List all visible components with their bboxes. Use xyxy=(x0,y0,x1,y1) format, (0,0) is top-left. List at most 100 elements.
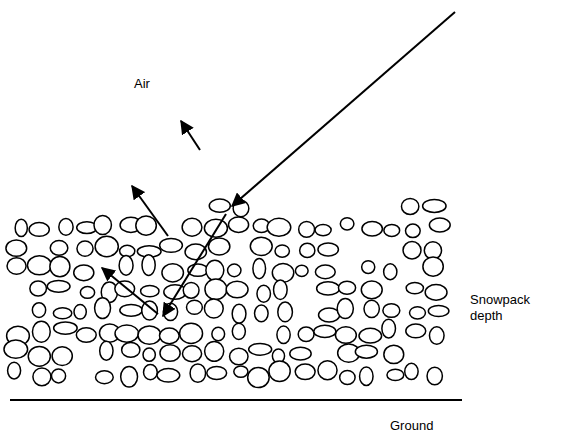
snow-grain xyxy=(204,299,223,318)
snow-grain xyxy=(318,243,338,256)
snow-grain xyxy=(278,302,293,322)
snow-grain xyxy=(295,265,308,276)
snow-grain xyxy=(228,264,241,277)
incoming-ray xyxy=(232,12,455,206)
snow-grain xyxy=(405,224,420,237)
snow-grain xyxy=(274,280,288,299)
snow-grain xyxy=(96,371,114,384)
snow-grain xyxy=(318,361,337,380)
snow-grain xyxy=(300,243,315,257)
snow-grain xyxy=(355,345,377,358)
snow-grain xyxy=(427,367,442,385)
snow-grain xyxy=(384,224,400,236)
snow-grain xyxy=(28,346,50,366)
snow-grain xyxy=(115,325,138,342)
snow-grain xyxy=(340,218,354,230)
snow-grain xyxy=(362,221,382,236)
snow-grain xyxy=(387,369,404,380)
scattered-ray xyxy=(163,214,226,316)
light-rays xyxy=(102,12,455,316)
snow-grain xyxy=(77,241,93,256)
snow-grain xyxy=(359,328,382,343)
snow-grains xyxy=(4,198,450,387)
snow-grain xyxy=(360,367,373,386)
snow-grain xyxy=(30,281,47,296)
snow-grain xyxy=(15,219,27,236)
snow-grain xyxy=(298,327,314,341)
snow-grain xyxy=(362,261,375,274)
snow-grain xyxy=(226,281,248,298)
snow-grain xyxy=(205,341,224,361)
snow-grain xyxy=(182,346,201,362)
snow-grain xyxy=(269,361,290,382)
snow-grain xyxy=(115,281,135,297)
snow-grain xyxy=(299,222,315,238)
snow-grain xyxy=(423,257,443,276)
snow-grain xyxy=(317,282,340,295)
snow-grain xyxy=(206,260,224,280)
snow-grain xyxy=(121,366,138,387)
scattered-ray xyxy=(102,268,158,314)
snow-grain xyxy=(257,285,270,302)
snow-grain xyxy=(80,287,94,299)
snow-grain xyxy=(143,348,155,361)
snow-grain xyxy=(425,285,447,301)
snow-grain xyxy=(212,327,225,341)
snow-grain xyxy=(207,367,227,380)
ground-line xyxy=(10,399,462,401)
snow-grain xyxy=(27,256,51,275)
snow-grain xyxy=(384,264,397,280)
snow-grain xyxy=(230,348,248,365)
snow-grain xyxy=(234,366,248,377)
snow-grain xyxy=(76,328,96,343)
snow-grain xyxy=(338,281,355,294)
snow-grain xyxy=(144,365,158,380)
snow-grain xyxy=(361,281,382,299)
snow-grain xyxy=(190,364,205,382)
snow-grain xyxy=(272,263,293,282)
snow-grain xyxy=(295,364,315,380)
snow-grain xyxy=(122,342,140,357)
snow-grain xyxy=(429,327,444,344)
snow-grain xyxy=(33,368,51,386)
snow-grain xyxy=(159,328,179,344)
snow-grain xyxy=(383,304,400,318)
snow-grain xyxy=(248,367,269,387)
snow-grain xyxy=(160,345,180,361)
snow-grain xyxy=(141,286,159,297)
snow-grain xyxy=(180,323,203,343)
snow-grain xyxy=(157,369,180,383)
snow-grain xyxy=(382,319,396,338)
snow-grain xyxy=(335,327,356,343)
snow-grain xyxy=(232,323,245,339)
snow-grain xyxy=(74,304,86,319)
snow-grain xyxy=(162,264,184,282)
snow-grain xyxy=(410,307,426,319)
snow-grain xyxy=(228,217,248,232)
snow-grain xyxy=(428,305,449,316)
snow-grain xyxy=(29,223,49,237)
snow-grain xyxy=(138,326,161,344)
snow-grain xyxy=(315,225,331,236)
snow-grain xyxy=(119,256,133,276)
snow-grain xyxy=(187,300,203,314)
snow-grain xyxy=(52,347,72,366)
snow-grain xyxy=(182,218,202,236)
snow-grain xyxy=(255,305,269,322)
snow-grain xyxy=(337,299,353,319)
ground-label: Ground xyxy=(390,418,433,434)
snow-grain xyxy=(405,363,418,379)
snow-grain xyxy=(423,199,446,212)
snow-grain xyxy=(142,255,155,276)
snow-grain xyxy=(429,218,450,232)
snow-grain xyxy=(95,298,111,319)
snow-grain xyxy=(136,216,157,235)
snow-grain xyxy=(403,242,421,259)
snow-grain xyxy=(290,347,311,360)
snow-grain xyxy=(250,237,272,255)
snow-grain xyxy=(4,340,28,358)
scattered-ray xyxy=(132,186,168,236)
snow-grain xyxy=(406,324,426,338)
